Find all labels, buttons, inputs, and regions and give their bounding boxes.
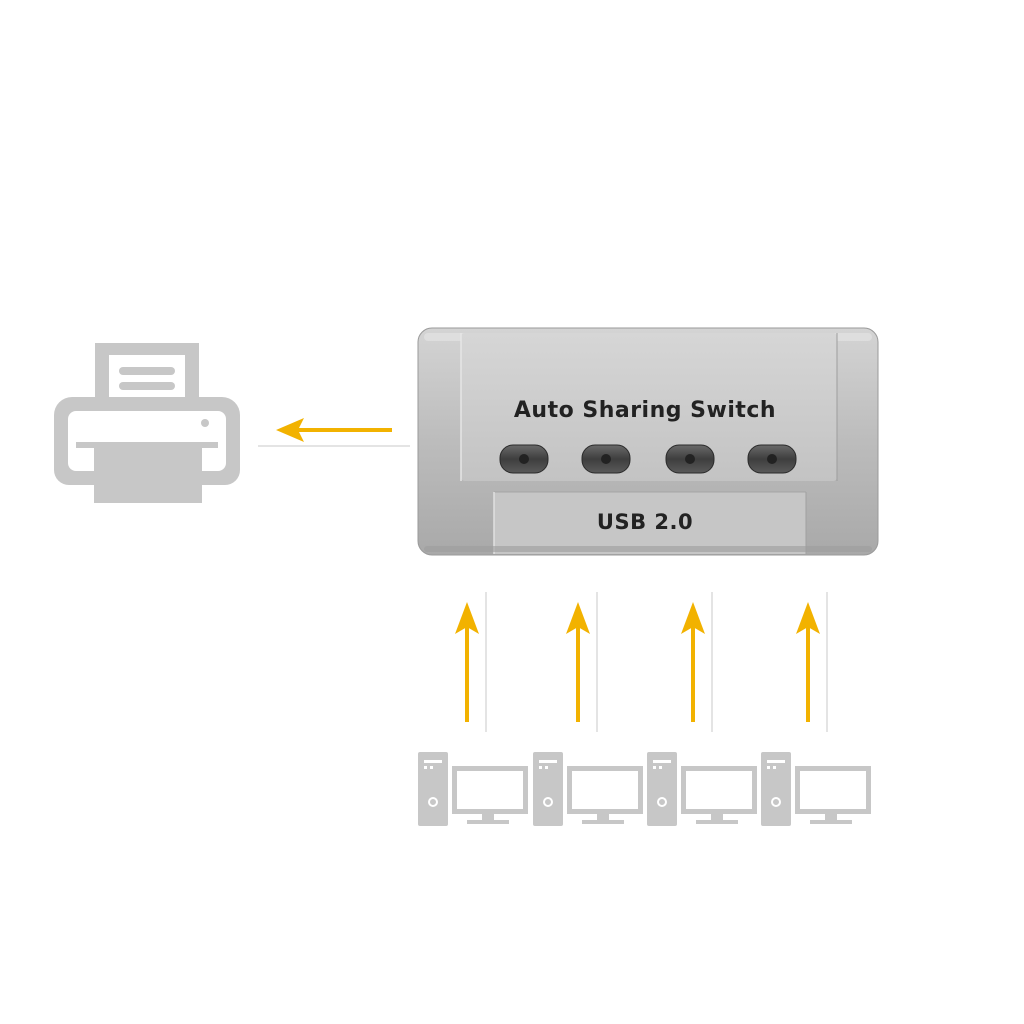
sharing-switch xyxy=(418,328,878,555)
switch-button-2[interactable] xyxy=(582,445,630,473)
switch-button-4[interactable] xyxy=(748,445,796,473)
computer-icon xyxy=(761,752,871,826)
computer-icon xyxy=(647,752,757,826)
switch-button-1[interactable] xyxy=(500,445,548,473)
switch-button-3[interactable] xyxy=(666,445,714,473)
input-arrow-2 xyxy=(566,592,597,732)
output-arrow xyxy=(258,418,410,446)
computer-icon xyxy=(533,752,643,826)
printer-icon xyxy=(54,343,240,503)
input-arrow-3 xyxy=(681,592,712,732)
input-arrow-1 xyxy=(455,592,486,732)
computers xyxy=(418,752,871,826)
computer-icon xyxy=(418,752,528,826)
input-arrow-4 xyxy=(796,592,827,732)
input-arrows xyxy=(455,592,827,732)
